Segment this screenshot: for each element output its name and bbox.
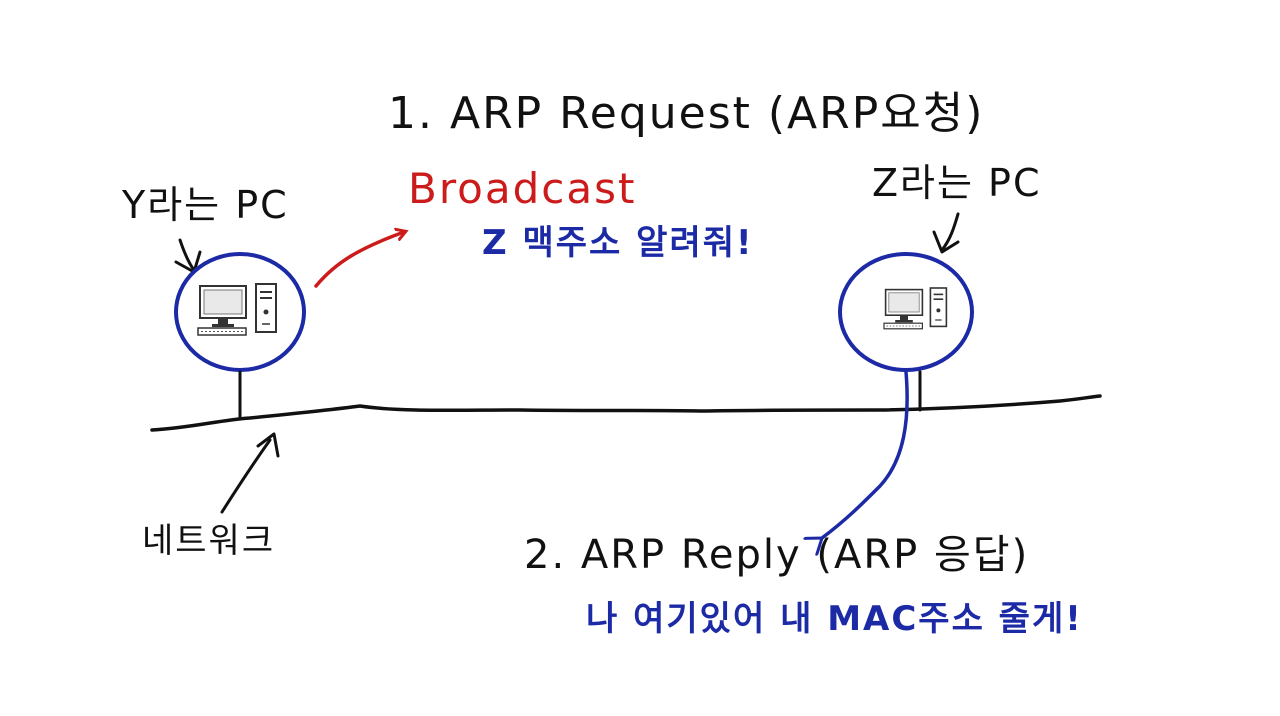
desktop-computer-icon bbox=[197, 283, 277, 336]
pc-z-circle bbox=[838, 252, 974, 372]
pc-z-label: Z라는 PC bbox=[872, 161, 1041, 205]
desktop-computer-icon bbox=[883, 287, 948, 330]
broadcast-arrow bbox=[314, 232, 404, 288]
network-pointer-arrow bbox=[220, 432, 280, 514]
network-line bbox=[150, 394, 1102, 432]
pc-y-label: Y라는 PC bbox=[121, 183, 289, 227]
pc-y-circle bbox=[174, 252, 306, 372]
network-label: 네트워크 bbox=[142, 521, 275, 561]
pc-z-node bbox=[838, 252, 974, 372]
pointer-arrow-z bbox=[932, 212, 960, 254]
reply-title: 2. ARP Reply (ARP 응답) bbox=[524, 532, 1029, 578]
pc-y-node bbox=[174, 252, 306, 372]
reply-arrow bbox=[822, 370, 909, 538]
reply-message: 나 여기있어 내 MAC주소 줄게! bbox=[586, 599, 1083, 639]
request-title: 1. ARP Request (ARP요청) bbox=[388, 88, 984, 139]
request-message: Z 맥주소 알려줘! bbox=[482, 223, 754, 263]
broadcast-label: Broadcast bbox=[408, 164, 636, 213]
